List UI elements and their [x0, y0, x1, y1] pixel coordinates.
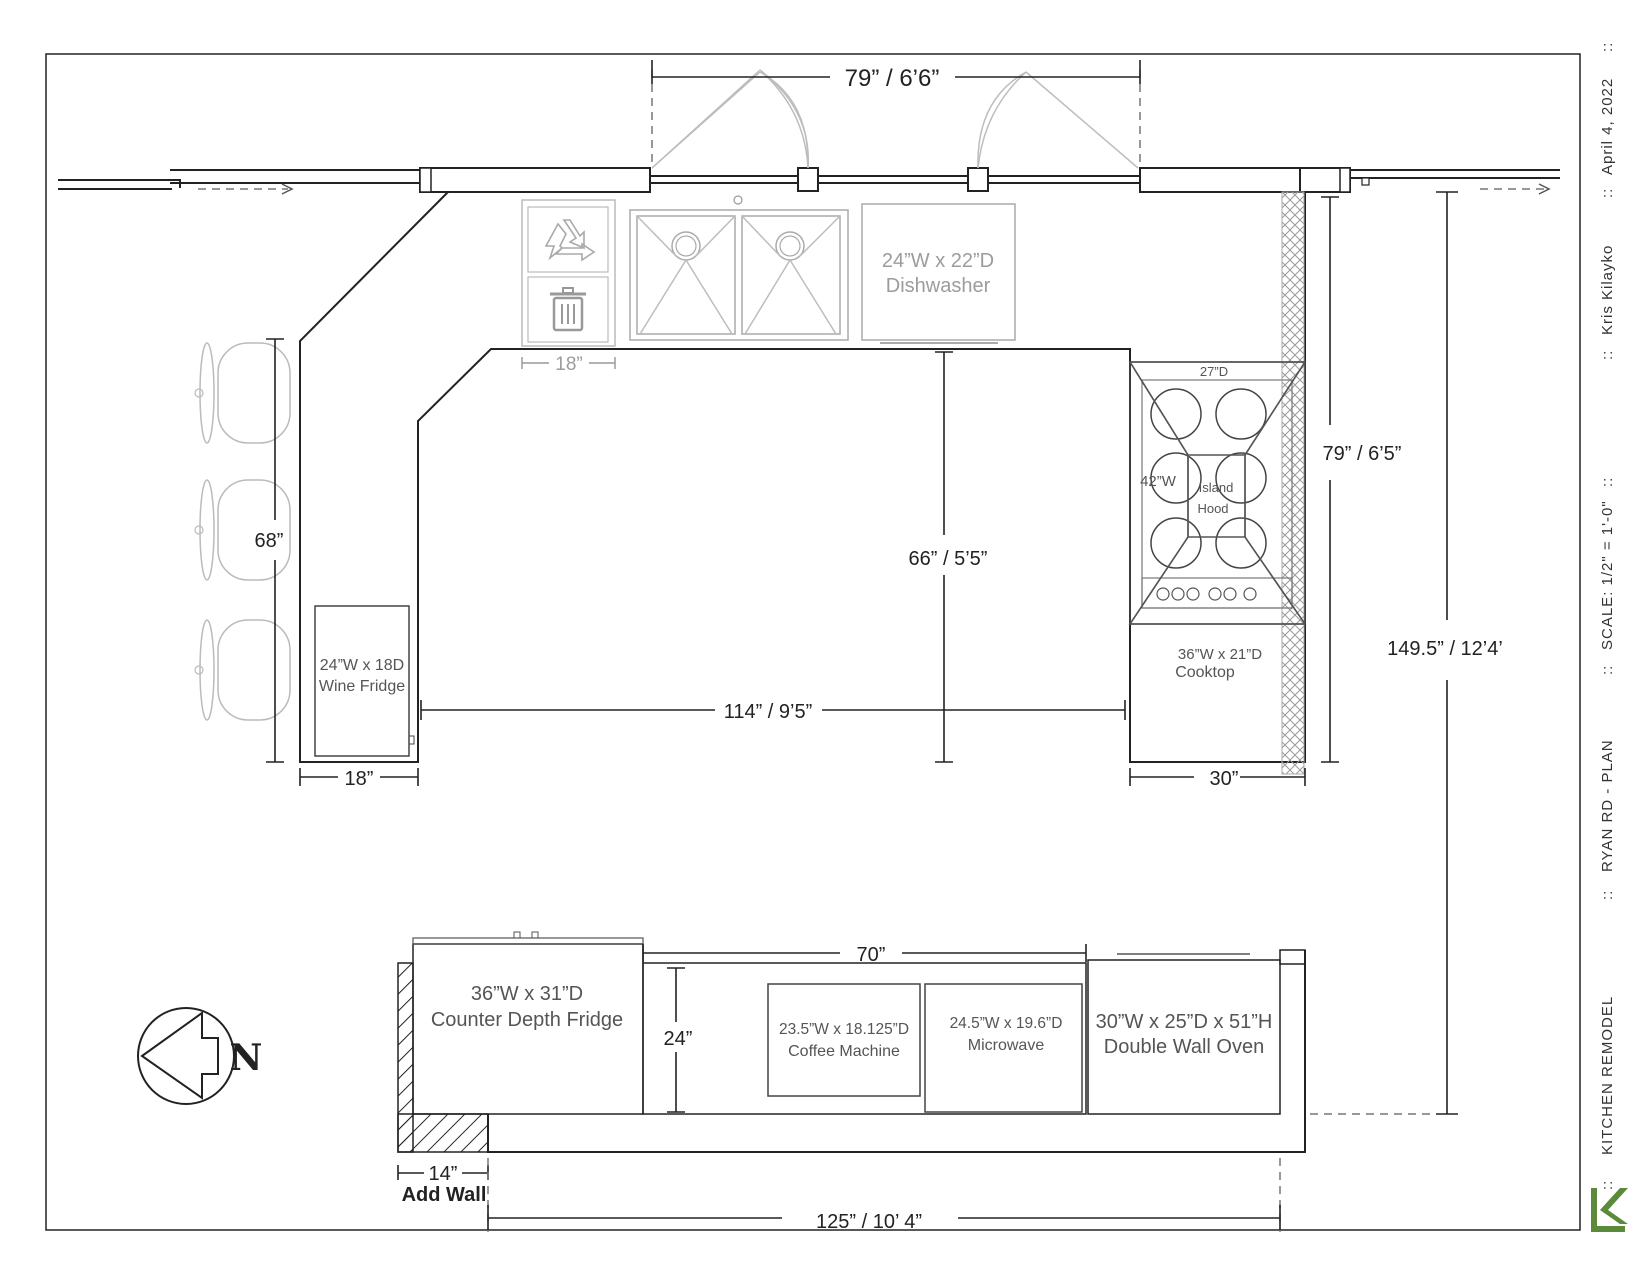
stool: [194, 619, 291, 721]
double-wall-oven: 30”W x 25”D x 51”H Double Wall Oven: [1087, 949, 1306, 1115]
drawing-title: RYAN RD - PLAN: [1599, 739, 1616, 872]
cooktop: 36”W x 21”D Cooktop: [1129, 361, 1306, 681]
left-counter-length-label: 68”: [255, 530, 284, 552]
title-sep: ::: [1599, 350, 1616, 360]
title-block: :: KITCHEN REMODEL :: RYAN RD - PLAN :: …: [1599, 42, 1616, 1190]
back-wall: [58, 69, 1560, 195]
add-wall-width-label: 14”: [429, 1163, 458, 1185]
cooktop-label: Cooktop: [1175, 664, 1235, 681]
stool: [194, 479, 291, 581]
back-run-length-label: 70”: [857, 944, 886, 966]
coffee-size: 23.5”W x 18.125”D: [779, 1021, 909, 1038]
right-counter-length-label: 79” / 6’5”: [1323, 443, 1402, 465]
right-depth-label: 30”: [1210, 768, 1239, 790]
dishwasher-size: 24”W x 22”D: [882, 250, 994, 272]
peninsula-length-label: 114” / 9’5”: [724, 701, 813, 723]
north-arrow-icon: N: [137, 1007, 263, 1105]
logo-icon: [1591, 1188, 1628, 1232]
left-counter-outline: [299, 191, 1306, 763]
wine-fridge-size: 24”W x 18D: [320, 657, 404, 674]
window-width-label: 79” / 6’6”: [845, 65, 940, 92]
add-wall-label: Add Wall: [402, 1184, 487, 1206]
wine-fridge: 24”W x 18D Wine Fridge: [314, 605, 415, 757]
dim-center-depth: 66” / 5’5”: [909, 351, 988, 763]
coffee-machine: 23.5”W x 18.125”D Coffee Machine: [767, 983, 921, 1097]
trash-recycle-unit: 18”: [521, 199, 616, 375]
hood-depth-label: 27”D: [1200, 364, 1228, 379]
hood-width-label: 42”W: [1140, 473, 1177, 490]
dishwasher: 24”W x 22”D Dishwasher: [861, 203, 1016, 344]
title-sep: ::: [1599, 665, 1616, 675]
center-depth-label: 66” / 5’5”: [909, 548, 988, 570]
stool: [194, 342, 291, 444]
dim-add-wall: 14” Add Wall: [397, 1163, 489, 1206]
counter-depth-fridge: 36”W x 31”D Counter Depth Fridge: [412, 931, 644, 1115]
right-wall-hatch: [1281, 191, 1305, 775]
back-depth-label: 24”: [664, 1028, 693, 1050]
trash-can-icon: [550, 287, 586, 332]
scale-label: SCALE: 1/2" = 1'-0": [1599, 500, 1616, 650]
fridge-label: Counter Depth Fridge: [431, 1009, 623, 1031]
title-sep: ::: [1599, 1180, 1616, 1190]
title-sep: ::: [1599, 42, 1616, 52]
wine-fridge-label: Wine Fridge: [319, 678, 405, 695]
microwave: 24.5”W x 19.6”D Microwave: [924, 983, 1083, 1113]
dim-window-width: 79” / 6’6”: [651, 60, 1141, 165]
recycle-icon: [544, 219, 596, 262]
fridge-size: 36”W x 31”D: [471, 983, 583, 1005]
oven-size: 30”W x 25”D x 51”H: [1096, 1011, 1273, 1033]
dim-left-counter-depth: 18”: [299, 768, 419, 790]
dim-back-counter-depth: 24”: [664, 967, 693, 1113]
date-label: April 4, 2022: [1599, 78, 1616, 175]
microwave-size: 24.5”W x 19.6”D: [950, 1015, 1063, 1032]
island-hood: Island Hood 27”D 42”W: [1128, 361, 1307, 625]
left-depth-label: 18”: [345, 768, 374, 790]
title-sep: ::: [1599, 477, 1616, 487]
double-sink: [629, 195, 849, 341]
title-sep: ::: [1599, 890, 1616, 900]
cooktop-size: 36”W x 21”D: [1178, 646, 1262, 663]
dim-right-counter-depth: 30”: [1129, 768, 1306, 790]
oven-label: Double Wall Oven: [1104, 1036, 1264, 1058]
dim-overall-width: 125” / 10’ 4”: [487, 1158, 1281, 1233]
dim-overall-depth: 149.5” / 12’4’: [1310, 191, 1503, 1115]
north-label: N: [230, 1037, 263, 1079]
author-name: Kris Kilayko: [1599, 245, 1616, 335]
hood-label-1: Island: [1199, 480, 1234, 495]
dim-left-counter-length: 68”: [255, 338, 284, 763]
overall-depth-label: 149.5” / 12’4’: [1387, 638, 1503, 660]
overall-width-label: 125” / 10’ 4”: [816, 1211, 922, 1233]
hood-label-2: Hood: [1197, 501, 1228, 516]
microwave-label: Microwave: [968, 1037, 1045, 1054]
title-sep: ::: [1599, 188, 1616, 198]
project-title: KITCHEN REMODEL: [1599, 996, 1616, 1155]
dim-right-counter-length: 79” / 6’5”: [1321, 196, 1402, 763]
dim-peninsula-length: 114” / 9’5”: [420, 700, 1126, 723]
trash-width-label: 18”: [555, 354, 582, 375]
back-run-counter: 36”W x 31”D Counter Depth Fridge 70” 24”…: [397, 931, 1306, 1153]
dishwasher-label: Dishwasher: [886, 275, 991, 297]
sheet-border: [45, 53, 1581, 1231]
bar-stools: [194, 342, 291, 721]
coffee-label: Coffee Machine: [788, 1043, 900, 1060]
dim-back-run-length: 70”: [642, 944, 1087, 966]
